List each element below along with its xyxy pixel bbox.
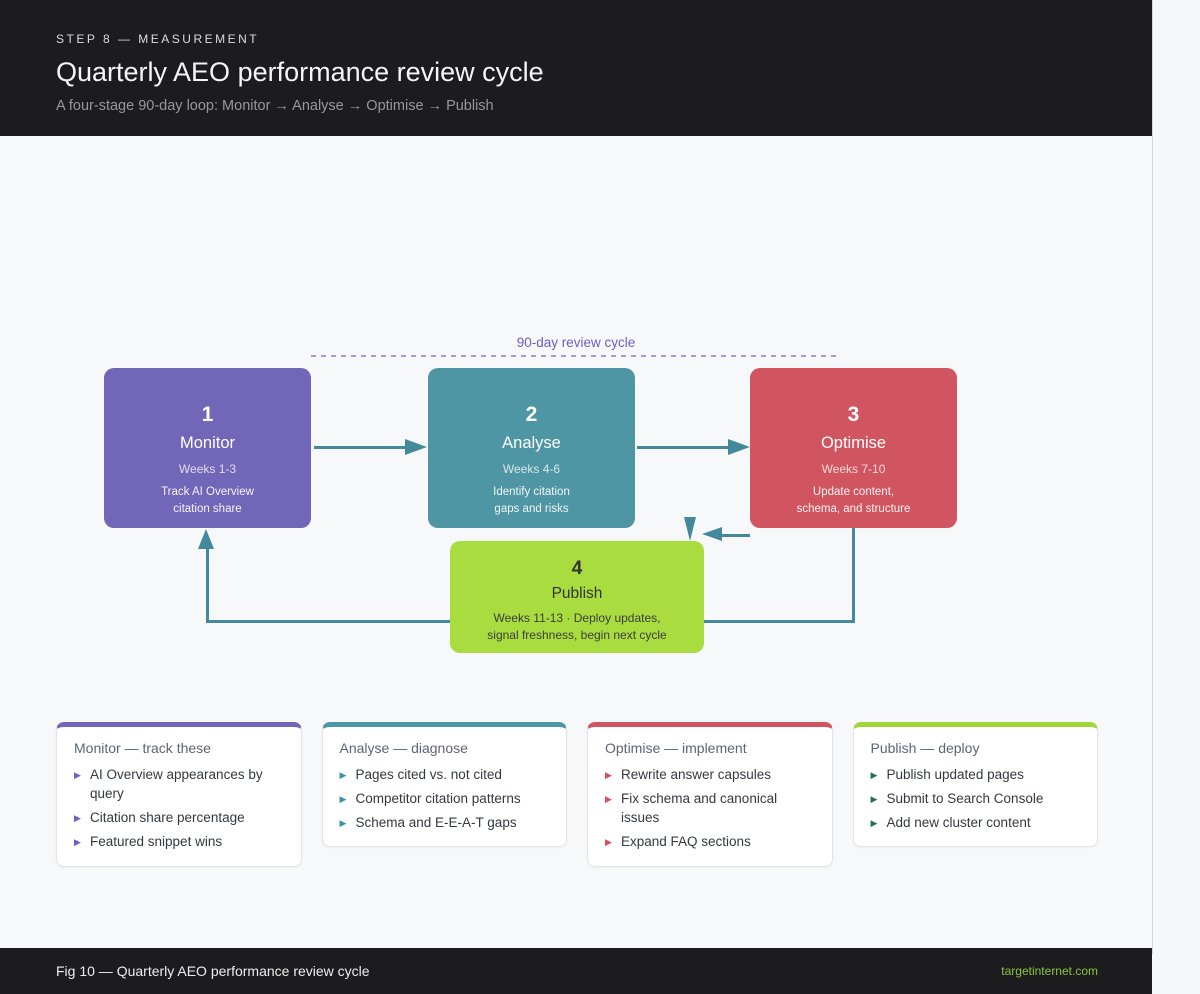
list-item-text: AI Overview appearances by query bbox=[90, 767, 263, 802]
triangle-bullet-icon: ▶ bbox=[870, 769, 878, 780]
list-item: ▶ Rewrite answer capsules bbox=[605, 765, 815, 784]
list-item-text: Expand FAQ sections bbox=[621, 834, 751, 850]
page-title: Quarterly AEO performance review cycle bbox=[56, 57, 544, 87]
stage-description: Weeks 11-13 · Deploy updates, signal fre… bbox=[487, 610, 667, 642]
stage-number: 3 bbox=[847, 403, 860, 427]
stage-number: 2 bbox=[525, 403, 538, 427]
list-item-text: Submit to Search Console bbox=[886, 791, 1044, 807]
card-list: ▶ Publish updated pages ▶ Submit to Search… bbox=[871, 765, 1081, 832]
header: STEP 8 — MEASUREMENT Quarterly AEO perfo… bbox=[0, 0, 1152, 136]
arrowhead-left-icon bbox=[702, 527, 722, 541]
triangle-bullet-icon: ▶ bbox=[339, 793, 347, 804]
stage-box-publish: 4 Publish Weeks 11-13 · Deploy updates, … bbox=[450, 541, 704, 653]
connector-optimise-down bbox=[852, 528, 855, 623]
stage-box-optimise: 3 Optimise Weeks 7-10 Update content, sc… bbox=[750, 368, 957, 528]
footer: Fig 10 — Quarterly AEO performance revie… bbox=[0, 948, 1152, 994]
triangle-bullet-icon: ▶ bbox=[74, 836, 81, 847]
page-subtitle: A four-stage 90-day loop: Monitor → Anal… bbox=[56, 98, 494, 114]
list-item: ▶ AI Overview appearances by query bbox=[74, 765, 284, 803]
arrow-monitor-to-analyse bbox=[314, 446, 406, 449]
list-item-text: Schema and E-E-A-T gaps bbox=[355, 815, 517, 831]
list-item: ▶ Schema and E-E-A-T gaps bbox=[340, 813, 550, 832]
card-title: Monitor — track these bbox=[74, 740, 211, 756]
stage-weeks: Weeks 4-6 bbox=[502, 462, 561, 477]
arrowhead-up-icon bbox=[198, 529, 214, 549]
cycle-diagram: 90-day review cycle 1 Monitor Weeks 1-3 … bbox=[0, 136, 1152, 722]
card-title: Analyse — diagnose bbox=[339, 740, 468, 756]
step-eyebrow: STEP 8 — MEASUREMENT bbox=[56, 32, 260, 46]
stage-description: Identify citation gaps and risks bbox=[493, 486, 570, 515]
triangle-bullet-icon: ▶ bbox=[339, 817, 347, 828]
list-item: ▶ Fix schema and canonical issues bbox=[605, 789, 815, 827]
stage-name: Monitor bbox=[179, 434, 236, 453]
list-item-text: Publish updated pages bbox=[886, 767, 1024, 782]
stage-box-analyse: 2 Analyse Weeks 4-6 Identify citation ga… bbox=[428, 368, 635, 528]
stage-name: Optimise bbox=[820, 434, 887, 453]
card-monitor: Monitor — track these ▶ AI Overview appea… bbox=[56, 722, 302, 867]
list-item: ▶ Citation share percentage bbox=[74, 808, 284, 827]
stage-description: Update content, schema, and structure bbox=[796, 486, 911, 515]
card-title: Optimise — implement bbox=[605, 740, 747, 756]
stage-box-monitor: 1 Monitor Weeks 1-3 Track AI Overview ci… bbox=[104, 368, 311, 528]
cycle-span-label: 90-day review cycle bbox=[516, 335, 636, 350]
card-list: ▶ Rewrite answer capsules ▶ Fix schema and… bbox=[605, 765, 815, 852]
card-optimise: Optimise — implement ▶ Rewrite answer cap… bbox=[587, 722, 833, 867]
card-list: ▶ AI Overview appearances by query ▶ Citat… bbox=[74, 765, 284, 852]
list-item-text: Rewrite answer capsules bbox=[621, 767, 772, 782]
list-item-text: Competitor citation patterns bbox=[355, 791, 521, 807]
site-link[interactable]: targetinternet.com bbox=[1001, 964, 1098, 978]
arrow-analyse-to-optimise bbox=[637, 446, 729, 449]
figure-caption: Fig 10 — Quarterly AEO performance revie… bbox=[56, 963, 370, 979]
triangle-bullet-icon: ▶ bbox=[605, 793, 612, 804]
stage-number: 4 bbox=[571, 557, 583, 579]
triangle-bullet-icon: ▶ bbox=[870, 793, 878, 804]
list-item-text: Citation share percentage bbox=[90, 810, 245, 826]
card-analyse: Analyse — diagnose ▶ Pages cited vs. not … bbox=[321, 722, 567, 848]
cycle-span-dashed-line bbox=[311, 355, 840, 357]
summary-cards-row: Monitor — track these ▶ AI Overview appea… bbox=[0, 722, 1152, 908]
triangle-bullet-icon: ▶ bbox=[605, 769, 612, 780]
card-publish: Publish — deploy ▶ Publish updated pages … bbox=[852, 722, 1098, 848]
list-item-text: Fix schema and canonical issues bbox=[621, 791, 778, 826]
list-item-text: Featured snippet wins bbox=[90, 834, 223, 850]
triangle-bullet-icon: ▶ bbox=[605, 836, 612, 847]
connector-feedback-up bbox=[206, 548, 209, 620]
list-item: ▶ Pages cited vs. not cited bbox=[340, 765, 550, 784]
stage-weeks: Weeks 1-3 bbox=[178, 462, 237, 477]
stage-name: Publish bbox=[551, 584, 603, 602]
list-item-text: Pages cited vs. not cited bbox=[355, 767, 502, 782]
arrowhead-right-icon bbox=[728, 439, 750, 455]
list-item: ▶ Competitor citation patterns bbox=[340, 789, 550, 808]
list-item: ▶ Submit to Search Console bbox=[871, 789, 1081, 808]
triangle-bullet-icon: ▶ bbox=[339, 769, 347, 780]
arrowhead-right-icon bbox=[405, 439, 427, 455]
stage-number: 1 bbox=[201, 403, 214, 427]
arrow-optimise-to-publish bbox=[722, 534, 750, 537]
list-item: ▶ Add new cluster content bbox=[871, 813, 1081, 832]
triangle-bullet-icon: ▶ bbox=[74, 812, 81, 823]
triangle-bullet-icon: ▶ bbox=[870, 817, 878, 828]
list-item: ▶ Expand FAQ sections bbox=[605, 832, 815, 851]
list-item-text: Add new cluster content bbox=[886, 815, 1031, 831]
triangle-bullet-icon: ▶ bbox=[74, 769, 81, 780]
card-list: ▶ Pages cited vs. not cited ▶ Competitor c… bbox=[340, 765, 550, 832]
stage-description: Track AI Overview citation share bbox=[161, 486, 254, 515]
infographic-page: STEP 8 — MEASUREMENT Quarterly AEO perfo… bbox=[0, 0, 1153, 994]
card-title: Publish — deploy bbox=[870, 740, 980, 756]
list-item: ▶ Publish updated pages bbox=[871, 765, 1081, 784]
stage-weeks: Weeks 7-10 bbox=[821, 462, 886, 477]
list-item: ▶ Featured snippet wins bbox=[74, 832, 284, 851]
stage-name: Analyse bbox=[502, 434, 561, 453]
arrowhead-down-icon bbox=[684, 517, 696, 541]
